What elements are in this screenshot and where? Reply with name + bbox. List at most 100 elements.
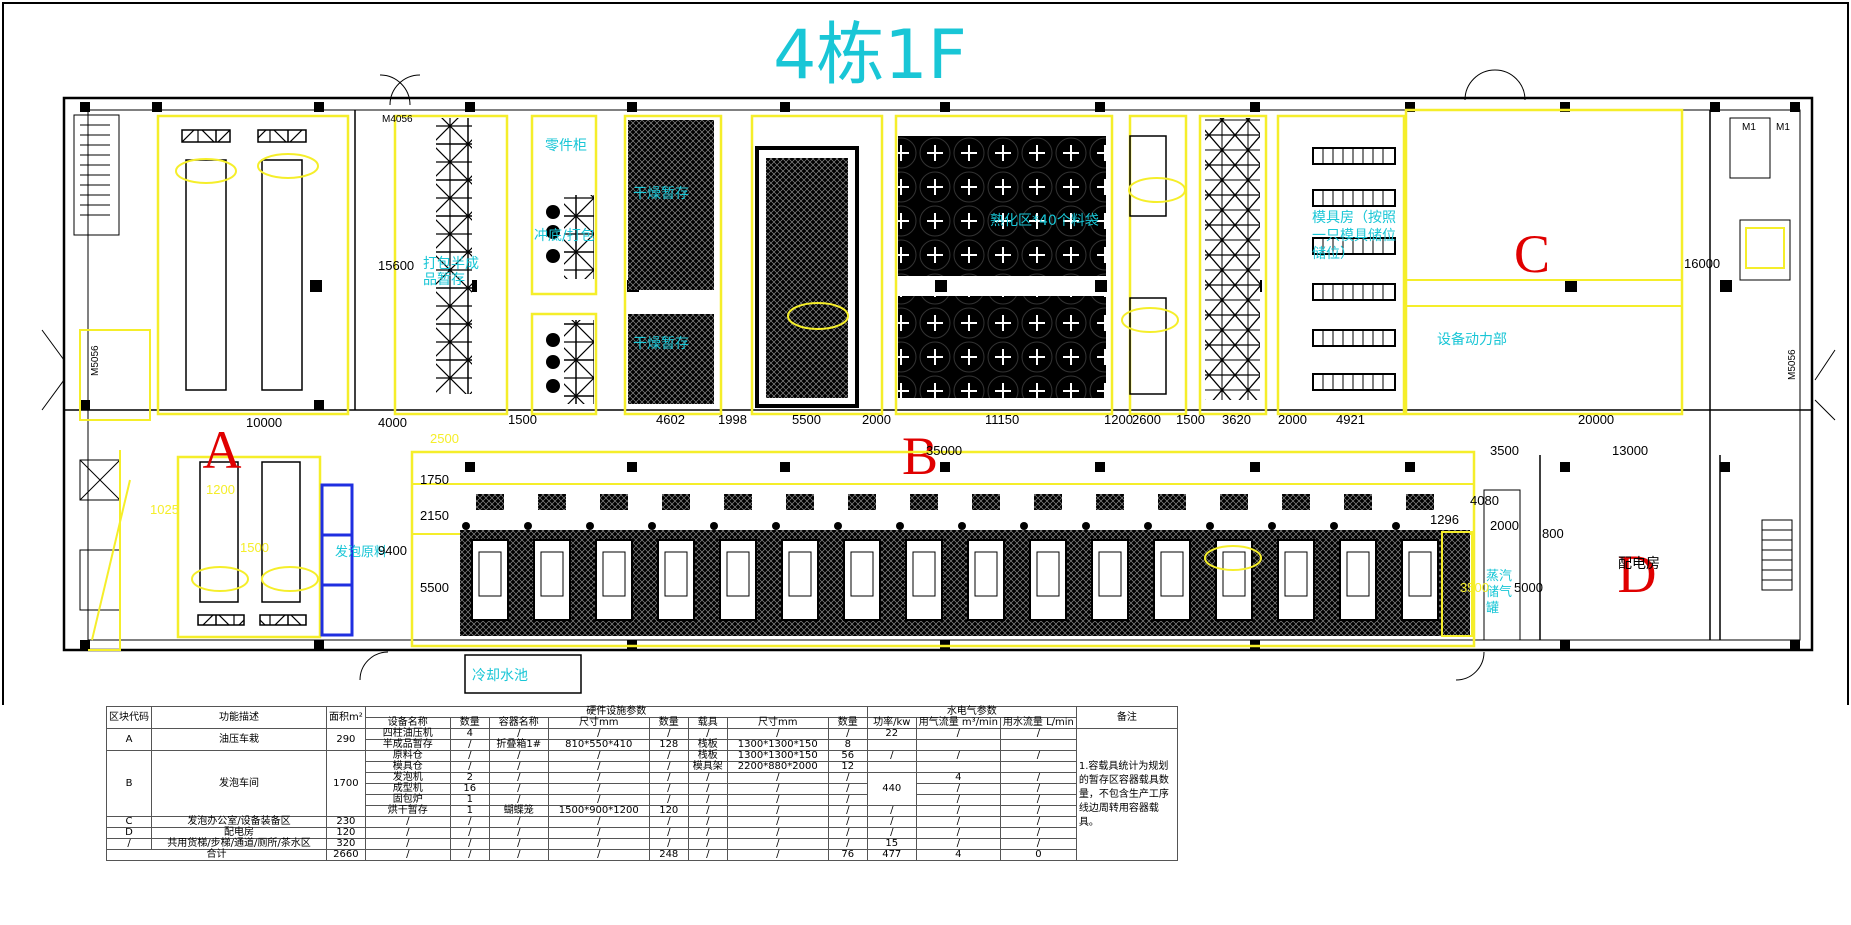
svg-text:M1: M1 bbox=[1742, 122, 1756, 133]
steam-label: 蒸汽储气罐 bbox=[1486, 569, 1512, 616]
svg-text:2150: 2150 bbox=[420, 508, 449, 523]
machine-mold bbox=[788, 551, 812, 597]
machine-head bbox=[910, 494, 938, 510]
zone-c-label: C bbox=[1514, 224, 1550, 284]
rack-shelves bbox=[1205, 118, 1260, 400]
curing-outline bbox=[894, 114, 1114, 416]
curing-block-2 bbox=[898, 296, 1106, 398]
machine-mold bbox=[1284, 551, 1308, 597]
parts-rack-label: 零件柜 bbox=[545, 138, 587, 154]
machine-mold bbox=[912, 551, 936, 597]
svg-text:35000: 35000 bbox=[926, 443, 962, 458]
molding-machine bbox=[781, 539, 819, 621]
machine-head bbox=[972, 494, 1000, 510]
machine-mold bbox=[664, 551, 688, 597]
machine-head bbox=[724, 494, 752, 510]
machine-valve bbox=[648, 522, 656, 530]
machine-head bbox=[1034, 494, 1062, 510]
machine-head bbox=[538, 494, 566, 510]
svg-text:2500: 2500 bbox=[430, 431, 459, 446]
svg-text:1500: 1500 bbox=[1176, 412, 1205, 427]
machine-mold bbox=[540, 551, 564, 597]
svg-text:11150: 11150 bbox=[985, 412, 1019, 427]
molding-machine bbox=[967, 539, 1005, 621]
machine-head bbox=[476, 494, 504, 510]
dry-store-2 bbox=[628, 314, 714, 404]
machine-valve bbox=[1330, 522, 1338, 530]
machine-head bbox=[786, 494, 814, 510]
foam-raw-rack bbox=[320, 483, 354, 637]
machine-head bbox=[1344, 494, 1372, 510]
molding-machine bbox=[719, 539, 757, 621]
dry-store-1-label: 干燥暂存 bbox=[633, 186, 689, 202]
pack-semi-stack bbox=[436, 118, 472, 394]
machine-head bbox=[600, 494, 628, 510]
dry-store-2-label: 干燥暂存 bbox=[633, 336, 689, 352]
molding-machine bbox=[1277, 539, 1315, 621]
svg-text:1998: 1998 bbox=[718, 412, 747, 427]
machine-mold bbox=[1222, 551, 1246, 597]
molding-machine bbox=[1401, 539, 1439, 621]
machine-valve bbox=[896, 522, 904, 530]
mold-room-outline bbox=[1276, 114, 1406, 416]
machine-mold bbox=[1408, 551, 1432, 597]
svg-text:1296: 1296 bbox=[1430, 512, 1459, 527]
machine-head bbox=[1158, 494, 1186, 510]
molding-machine bbox=[1091, 539, 1129, 621]
molding-machine bbox=[471, 539, 509, 621]
molding-machine bbox=[657, 539, 695, 621]
svg-text:M5056: M5056 bbox=[1787, 349, 1798, 380]
svg-text:9400: 9400 bbox=[378, 543, 407, 558]
machine-mold bbox=[850, 551, 874, 597]
svg-text:4000: 4000 bbox=[378, 415, 407, 430]
svg-text:800: 800 bbox=[1542, 526, 1564, 541]
zone-b-label: B bbox=[902, 426, 938, 486]
zone-a-presses bbox=[181, 129, 307, 391]
svg-text:4602: 4602 bbox=[656, 412, 685, 427]
pack-punch-label: 冲底/打包 bbox=[534, 227, 595, 244]
machine-valve bbox=[1144, 522, 1152, 530]
machine-head bbox=[662, 494, 690, 510]
molding-machine bbox=[843, 539, 881, 621]
svg-text:20000: 20000 bbox=[1578, 412, 1614, 427]
machine-mold bbox=[1036, 551, 1060, 597]
pack-semi-outline bbox=[393, 114, 509, 416]
dry-store-1 bbox=[628, 120, 714, 290]
machine-mold bbox=[974, 551, 998, 597]
machine-mold bbox=[1160, 551, 1184, 597]
machine-valve bbox=[958, 522, 966, 530]
machine-valve bbox=[1020, 522, 1028, 530]
svg-text:13000: 13000 bbox=[1612, 443, 1648, 458]
svg-text:M1: M1 bbox=[1776, 122, 1790, 133]
page-border bbox=[2, 2, 1849, 705]
molding-machine bbox=[1339, 539, 1377, 621]
machine-valve bbox=[772, 522, 780, 530]
svg-text:2600: 2600 bbox=[1132, 412, 1161, 427]
svg-text:4080: 4080 bbox=[1470, 493, 1499, 508]
machine-valve bbox=[462, 522, 470, 530]
machine-mold bbox=[1346, 551, 1370, 597]
molding-machine bbox=[1153, 539, 1191, 621]
machine-valve bbox=[1206, 522, 1214, 530]
svg-text:5000: 5000 bbox=[1514, 580, 1543, 595]
zone-c-outline bbox=[1404, 108, 1684, 416]
svg-text:2000: 2000 bbox=[862, 412, 891, 427]
svg-text:2000: 2000 bbox=[1278, 412, 1307, 427]
molding-machine bbox=[595, 539, 633, 621]
machine-head bbox=[1220, 494, 1248, 510]
svg-text:1200: 1200 bbox=[1104, 412, 1133, 427]
svg-text:16000: 16000 bbox=[1684, 256, 1720, 271]
molding-machine bbox=[1215, 539, 1253, 621]
svg-text:1750: 1750 bbox=[420, 472, 449, 487]
molding-machines bbox=[462, 494, 1439, 621]
machine-valve bbox=[1268, 522, 1276, 530]
zone-a-label: A bbox=[203, 420, 242, 480]
svg-text:3620: 3620 bbox=[1222, 412, 1251, 427]
zone-d-label: D bbox=[1618, 544, 1657, 604]
plan-title: 4栋1F bbox=[773, 16, 967, 95]
svg-text:M5056: M5056 bbox=[90, 345, 101, 376]
facility-table: 区块代码 功能描述 面积m² 硬件设施参数 水电气参数 备注 设备名称 数量 容… bbox=[106, 706, 1178, 861]
svg-text:1500: 1500 bbox=[508, 412, 537, 427]
machine-mold bbox=[726, 551, 750, 597]
zone-a-bottom-outline bbox=[176, 455, 322, 639]
